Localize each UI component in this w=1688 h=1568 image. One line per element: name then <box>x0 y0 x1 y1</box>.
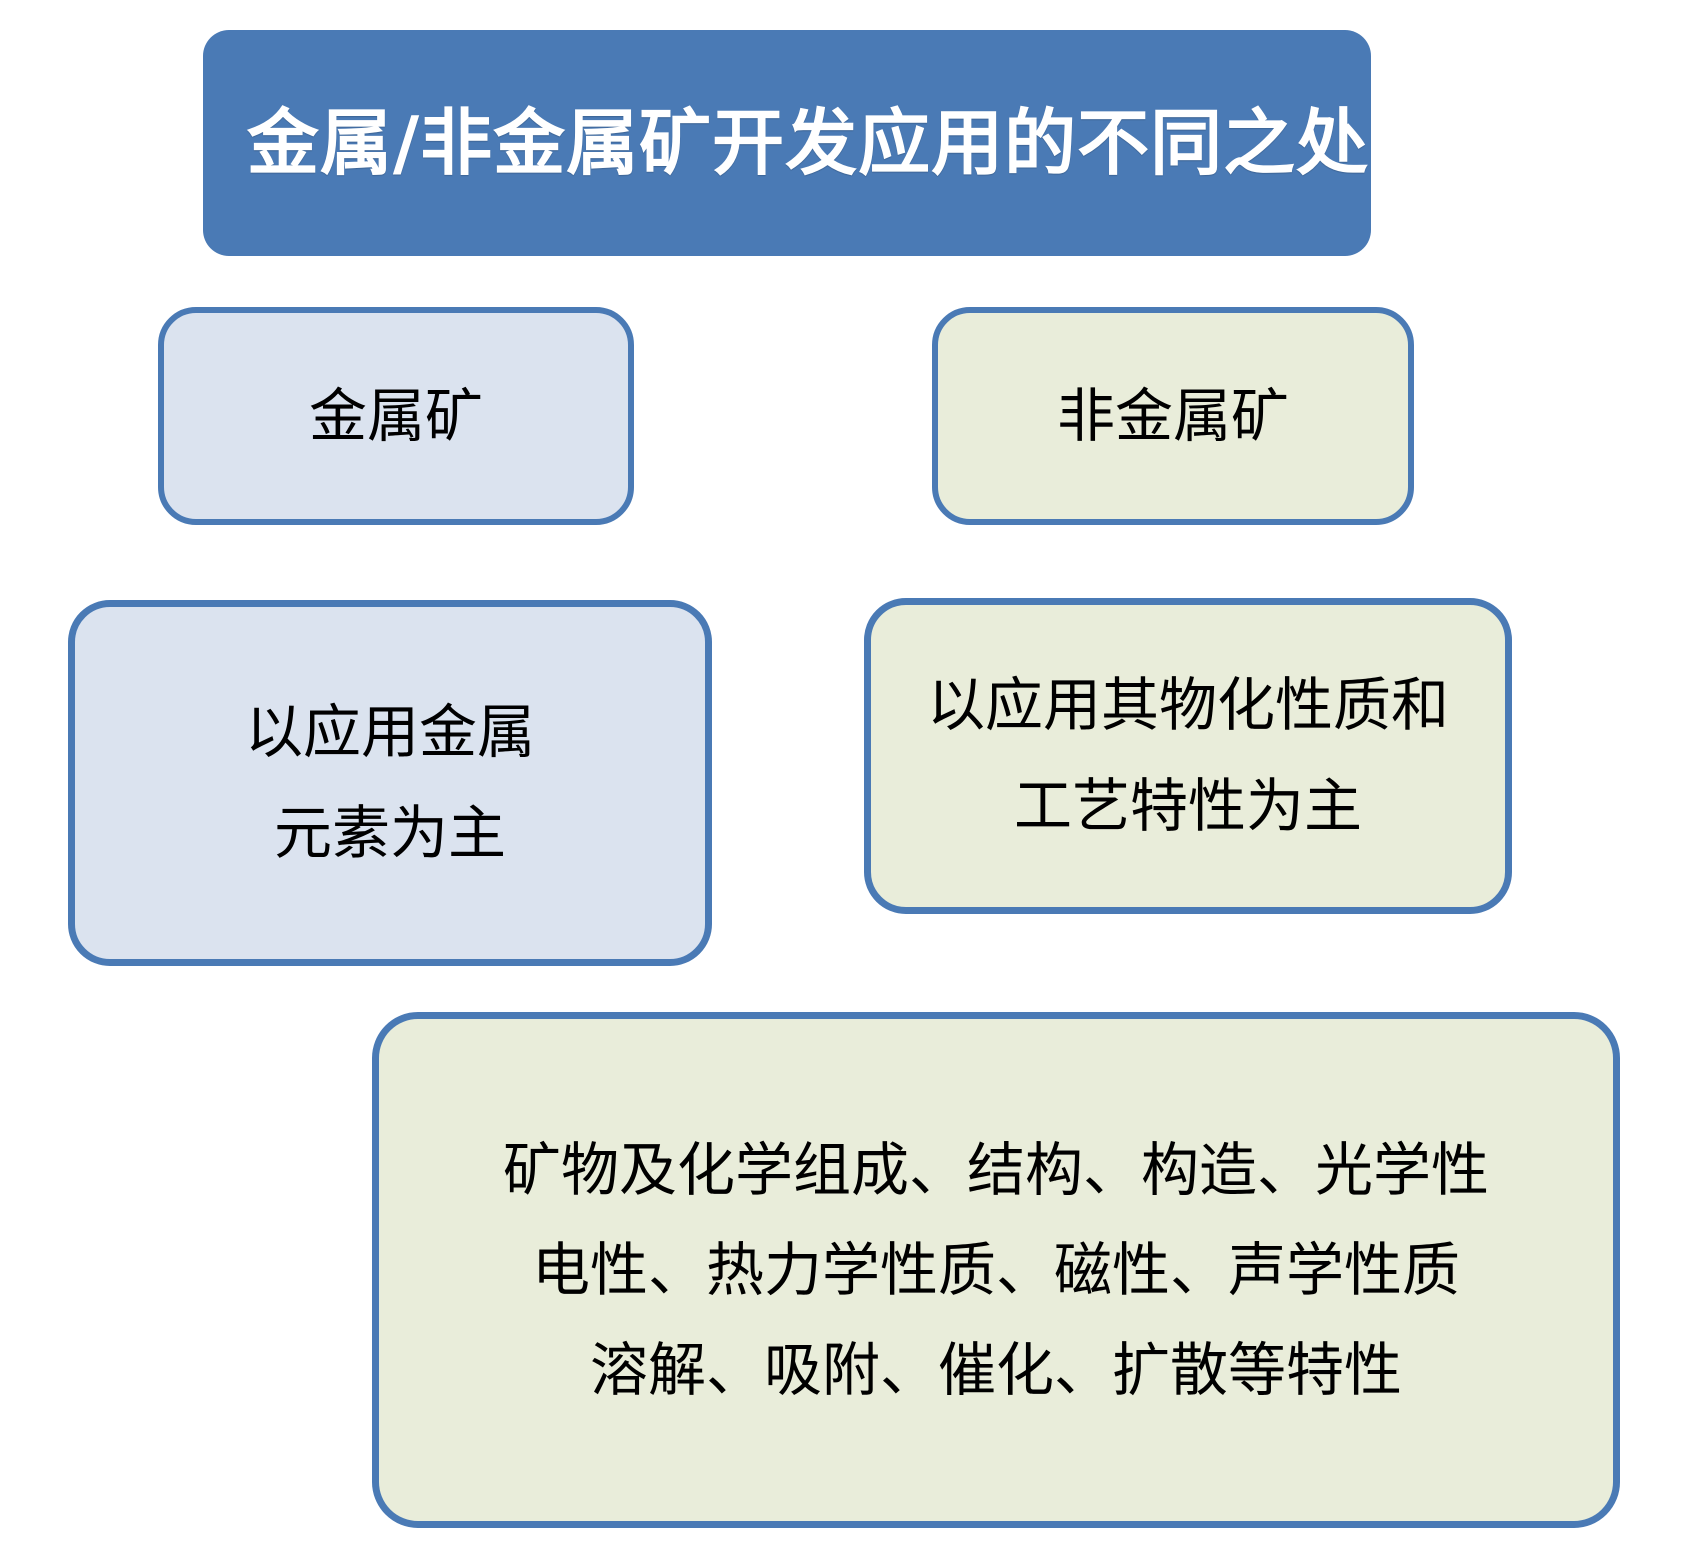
metal-ore-header-label: 金属矿 <box>308 381 483 450</box>
metal-ore-detail-text: 以应用金属 元素为主 <box>244 697 535 868</box>
nonmetal-ore-detail-text: 以应用其物化性质和 工艺特性为主 <box>926 670 1449 841</box>
diagram-title-text: 金属/非金属矿开发应用的不同之处 <box>246 99 1370 185</box>
diagram-title-banner: 金属/非金属矿开发应用的不同之处 <box>203 30 1371 256</box>
nonmetal-properties-text: 矿物及化学组成、结构、构造、光学性 电性、热力学性质、磁性、声学性质 溶解、吸附… <box>502 1135 1489 1405</box>
nonmetal-properties-box: 矿物及化学组成、结构、构造、光学性 电性、热力学性质、磁性、声学性质 溶解、吸附… <box>372 1012 1620 1528</box>
metal-ore-detail-box: 以应用金属 元素为主 <box>68 600 712 966</box>
nonmetal-ore-header-label: 非金属矿 <box>1056 381 1289 450</box>
metal-ore-header-box: 金属矿 <box>158 307 634 525</box>
nonmetal-ore-detail-box: 以应用其物化性质和 工艺特性为主 <box>864 598 1512 914</box>
nonmetal-ore-header-box: 非金属矿 <box>932 307 1414 525</box>
